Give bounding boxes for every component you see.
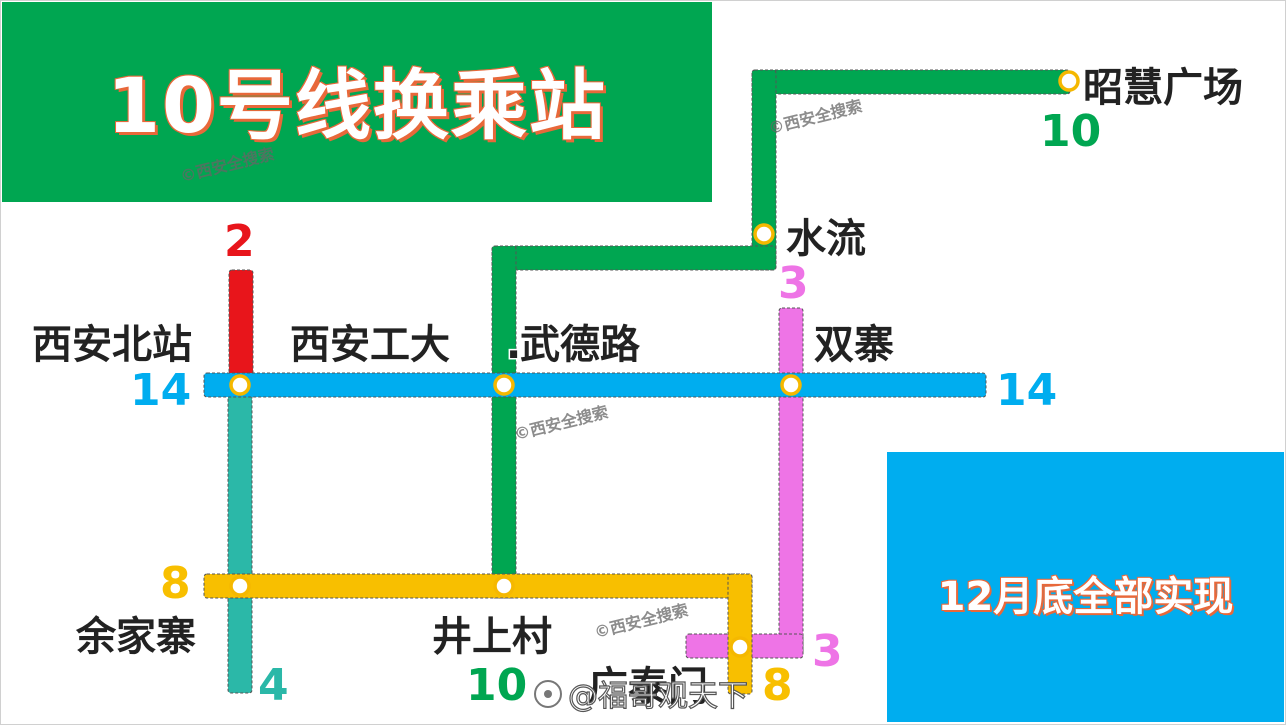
line-10-segment-top	[751, 69, 1071, 95]
line-number-10-bottom: 10	[466, 660, 527, 711]
line-10-track	[491, 69, 1071, 599]
station-marker-guangtaimen	[729, 636, 751, 658]
line-number-2: 2	[224, 216, 255, 267]
station-marker-shuiliu	[753, 223, 775, 245]
line-4-track	[227, 384, 253, 694]
title-banner: 10号线换乘站	[2, 2, 712, 202]
station-label-jingshang: 井上村	[432, 614, 552, 660]
note-text: 12月底全部实现	[937, 574, 1234, 620]
station-marker-gongda	[493, 374, 515, 396]
line-3-segment-vertical	[778, 307, 804, 655]
station-label-zhaohui: 昭慧广场	[1083, 65, 1243, 111]
watermark: ©西安全搜索	[766, 96, 864, 138]
line-number-3-top: 3	[778, 258, 809, 309]
station-marker-jingshang	[493, 575, 515, 597]
station-label-shuiliu: 水流	[786, 216, 866, 262]
line-number-4: 4	[258, 660, 289, 711]
watermark: ©西安全搜索	[512, 402, 610, 444]
station-label-wudelu: 武德路	[520, 322, 641, 368]
brand-text: @福哥观天下	[568, 679, 748, 714]
watermark: ©西安全搜索	[178, 144, 276, 186]
diagram-title: 10号线换乘站	[107, 61, 607, 150]
line-number-3-bottom: 3	[812, 626, 843, 677]
brand-watermark: @福哥观天下	[534, 678, 749, 715]
line-10-segment-cross	[491, 245, 777, 271]
line-number-14-left: 14	[130, 365, 191, 416]
line-number-8-left: 8	[160, 558, 191, 609]
line-number-10-top: 10	[1040, 106, 1101, 157]
station-marker-zhaohui	[1058, 70, 1080, 92]
line-10-segment-trunk	[491, 245, 517, 599]
station-label-yujiazhai: 余家寨	[75, 614, 196, 660]
line-14-track	[203, 372, 987, 398]
station-label-xianbei: 西安北站	[32, 322, 192, 368]
line-8-track	[203, 573, 753, 695]
station-markers	[229, 70, 1080, 658]
brand-logo-icon	[534, 680, 562, 708]
station-label-guangtaimen: 广泰门	[588, 664, 708, 710]
line-number-8-bottom: 8	[762, 660, 793, 711]
brand-logo-eye-icon	[544, 690, 552, 698]
station-marker-xianbei	[229, 374, 251, 396]
line-8-segment-horizontal	[203, 573, 753, 599]
note-panel: 12月底全部实现	[887, 452, 1284, 722]
station-label-gongda: 西安工大	[290, 322, 450, 368]
watermark: ©西安全搜索	[592, 600, 690, 642]
station-label-shuangzhai: 双寨	[814, 322, 894, 368]
line-2-track	[228, 269, 254, 389]
station-marker-shuangzhai	[780, 374, 802, 396]
station-label-dot: .	[506, 322, 521, 368]
line-8-segment-vertical	[727, 573, 753, 695]
line-number-14-right: 14	[996, 365, 1057, 416]
station-marker-yujiazhai	[229, 575, 251, 597]
